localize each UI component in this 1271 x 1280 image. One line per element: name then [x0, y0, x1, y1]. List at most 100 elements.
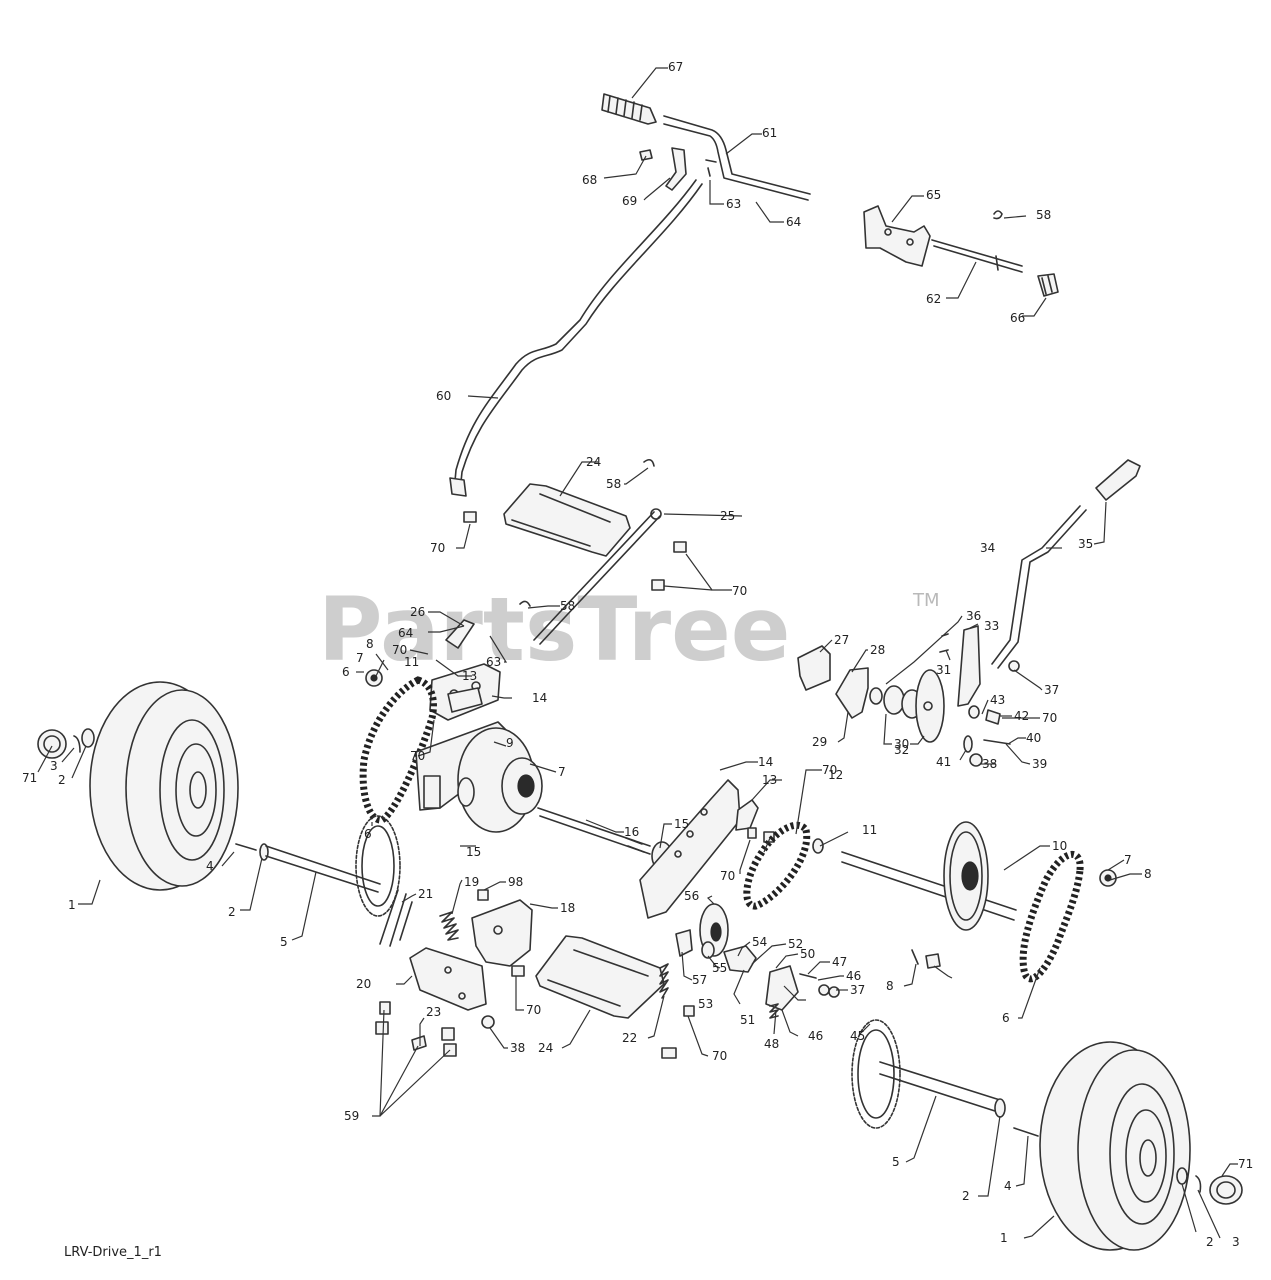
- leader-lines: [37, 67, 1238, 1239]
- bolt-part-42: [985, 709, 1001, 725]
- callout-71-right: 71: [1238, 1157, 1253, 1171]
- hubcap-part-71-right: [1209, 1175, 1243, 1205]
- callout-26-left: 26: [410, 605, 425, 619]
- callout-31: 31: [936, 663, 951, 677]
- spring-part-48: [769, 1003, 779, 1019]
- callout-2-left-upper: 2: [58, 773, 66, 787]
- callout-6-center: 6: [364, 827, 372, 841]
- callout-12: 12: [828, 768, 843, 782]
- callout-62: 62: [926, 292, 941, 306]
- axle-part-10: [841, 851, 1017, 921]
- axle-part-5-left: [259, 843, 381, 893]
- callout-5-right: 5: [892, 1155, 900, 1169]
- callout-32: 32: [894, 743, 909, 757]
- clip-part-3-left: [73, 735, 81, 753]
- bolt-part-70-lower: [661, 1005, 695, 1059]
- callout-58-upper: 58: [1036, 208, 1051, 222]
- callout-52: 52: [788, 937, 803, 951]
- callout-39: 39: [1032, 757, 1047, 771]
- callout-4-left: 4: [206, 859, 214, 873]
- bolt-part-98: [477, 889, 489, 901]
- sprocket-part-7-right: [1099, 869, 1117, 887]
- nut-part-37-lower: [818, 984, 840, 998]
- callout-46-lower: 46: [808, 1029, 823, 1043]
- callout-6-right: 6: [1002, 1011, 1010, 1025]
- callout-38-lower: 38: [510, 1041, 525, 1055]
- washer-part-29: [869, 687, 883, 705]
- callout-70-right-chain: 70: [822, 763, 837, 777]
- callout-55: 55: [712, 961, 727, 975]
- callout-5-left: 5: [280, 935, 288, 949]
- pin-part-8-lower: [911, 949, 919, 965]
- bracket-part-14-right: [639, 779, 741, 919]
- bracket-part-18: [471, 899, 533, 967]
- callout-37-upper: 37: [1044, 683, 1059, 697]
- callout-38-right: 38: [982, 757, 997, 771]
- drawing-id: LRV-Drive_1_r1: [64, 1245, 162, 1260]
- bracket-part-69: [665, 147, 687, 191]
- callout-50: 50: [800, 947, 815, 961]
- callout-54: 54: [752, 935, 767, 949]
- spring-part-22: [659, 963, 669, 999]
- sprocket-part-7-left: [365, 669, 383, 687]
- bolt-part-70-right-chain: [747, 827, 775, 843]
- callout-65: 65: [926, 188, 941, 202]
- bracket-part-65: [863, 205, 931, 267]
- plate-part-52: [765, 965, 799, 1011]
- callout-43: 43: [990, 693, 1005, 707]
- callout-20: 20: [356, 977, 371, 991]
- clip-part-58-lower: [519, 600, 531, 607]
- bolt-part-40: [983, 739, 1011, 745]
- callout-51: 51: [740, 1013, 755, 1027]
- washer-part-43: [968, 705, 980, 719]
- callout-64-left: 64: [398, 626, 413, 640]
- bracket-part-13-left: [447, 687, 483, 713]
- lever-arm-part-34: [991, 505, 1087, 669]
- pin-part-4-left: [235, 843, 257, 851]
- callout-70-upper-mid: 70: [732, 584, 747, 598]
- callout-40: 40: [1026, 731, 1041, 745]
- plate-part-24-lower: [535, 935, 665, 1019]
- pin-part-21: [379, 889, 413, 947]
- callout-69: 69: [622, 194, 637, 208]
- callout-70-left-lower: 70: [410, 749, 425, 763]
- bracket-part-57: [675, 929, 693, 957]
- cap-part-66: [1037, 273, 1059, 297]
- chain-part-6-right: [1019, 851, 1084, 983]
- callout-37-lower: 37: [850, 983, 865, 997]
- callout-11-left: 11: [404, 655, 419, 669]
- rod-part-62: [931, 239, 1023, 273]
- bolt-part-70-lower-center: [511, 965, 525, 977]
- callout-8-left: 8: [366, 637, 374, 651]
- plate-part-20: [409, 947, 487, 1011]
- callout-labels: 67 61 68 69 63 64 65 58 62 66 60 24 58 2…: [22, 60, 1253, 1249]
- callout-58-middle: 58: [606, 477, 621, 491]
- callout-24-lower: 24: [538, 1041, 553, 1055]
- hubcap-part-71-left: [37, 729, 67, 759]
- handle-bar-part-61: [663, 115, 811, 201]
- callout-15-right: 15: [674, 817, 689, 831]
- callout-1-right: 1: [1000, 1231, 1008, 1245]
- callout-24-upper: 24: [586, 455, 601, 469]
- pin-part-63: [705, 159, 717, 177]
- callout-13-left: 13: [462, 669, 477, 683]
- callout-15-left: 15: [466, 845, 481, 859]
- callout-2-right-upper: 2: [962, 1189, 970, 1203]
- callout-63-left: 63: [486, 655, 501, 669]
- callout-16: 16: [624, 825, 639, 839]
- callout-61: 61: [762, 126, 777, 140]
- callout-48: 48: [764, 1037, 779, 1051]
- callout-21: 21: [418, 887, 433, 901]
- callout-57: 57: [692, 973, 707, 987]
- chain-part-6-left: [359, 676, 437, 824]
- callout-30: 30: [894, 737, 909, 751]
- clip-part-58-upper: [993, 210, 1003, 220]
- callout-25: 25: [720, 509, 735, 523]
- callout-9: 9: [506, 736, 514, 750]
- wheel-part-1-left: [89, 681, 239, 891]
- callout-22: 22: [622, 1031, 637, 1045]
- callout-14-left: 14: [532, 691, 547, 705]
- washer-part-41: [963, 735, 973, 753]
- callout-2-right-lower: 2: [1206, 1235, 1214, 1249]
- callout-70-upper-left: 70: [430, 541, 445, 555]
